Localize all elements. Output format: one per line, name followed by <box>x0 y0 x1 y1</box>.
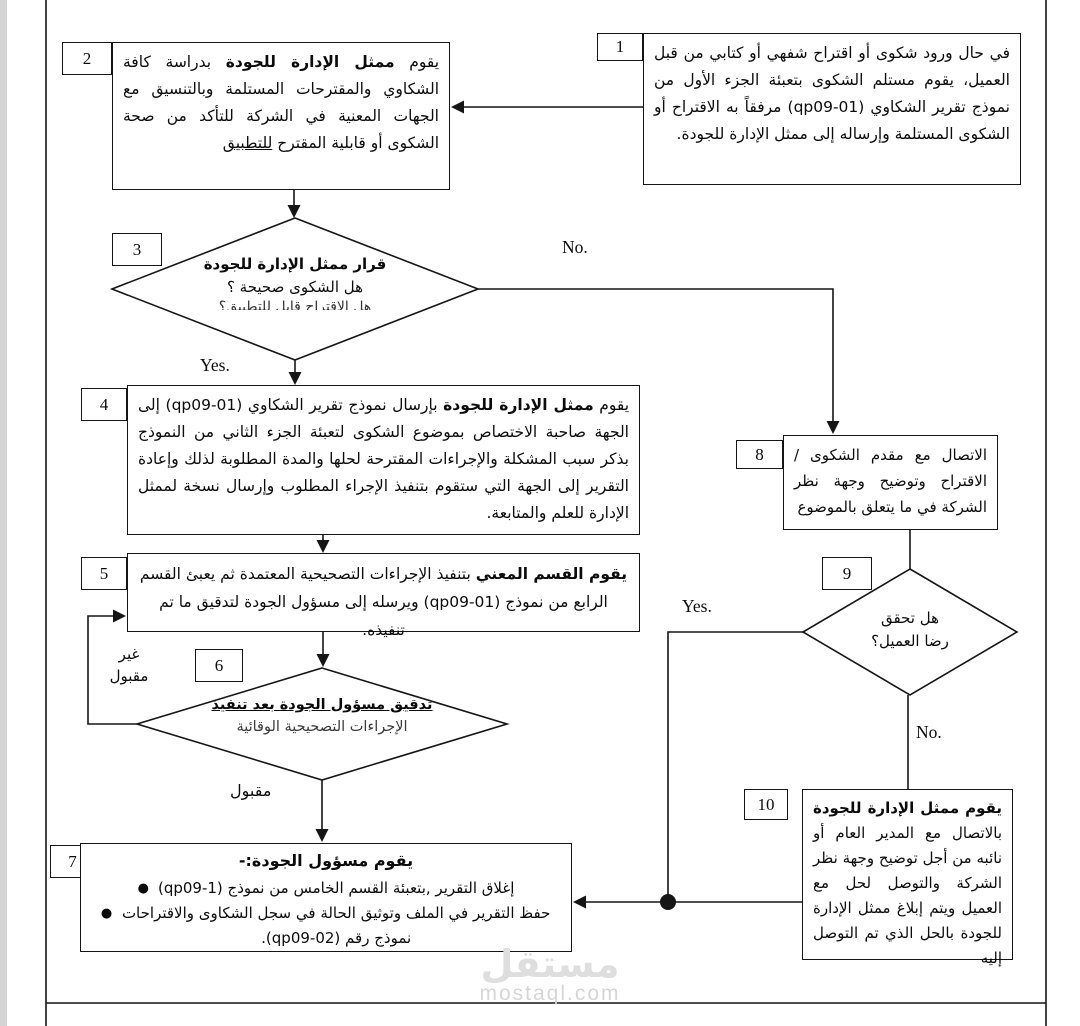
watermark: مستقل mostaql.com <box>440 942 660 1006</box>
flow-step-2-text-underlined: للتطبيق <box>222 134 273 152</box>
branch-label-yes-mid: Yes. <box>682 596 712 616</box>
decision-6-line1: تدقيق مسؤول الجودة بعد تنفيذ <box>211 697 433 713</box>
flow-step-4-box: يقوم ممثل الإدارة للجودة بإرسال نموذج تق… <box>127 385 640 535</box>
arrowhead-down-decision6 <box>316 654 330 667</box>
step-number-10: 10 <box>744 789 788 820</box>
flow-step-10-box: يقوم ممثل الإدارة للجودة بالاتصال مع الم… <box>802 789 1013 967</box>
arrowhead-down-box8 <box>826 421 840 434</box>
arrowhead-down-box7 <box>315 829 329 842</box>
flow-step-8-text: الاتصال مع مقدم الشكوى / الاقتراح وتوضيح… <box>794 446 987 516</box>
flow-step-1-box: في حال ورود شكوى أو اقتراح شفهي أو كتابي… <box>643 33 1021 185</box>
step-number-8-label: 8 <box>755 444 764 464</box>
branch-label-accepted: مقبول <box>230 781 272 800</box>
scan-edge-strip <box>0 0 7 1026</box>
line-decision9-yes-to-junction <box>667 631 803 902</box>
step-number-7-label: 7 <box>68 851 77 871</box>
decision-3-line3-clipped: هل الاقتراح قابل للتطبيق؟ <box>218 299 372 310</box>
flow-step-5-text-rest: بتنفيذ الإجراءات التصحيحية المعتمدة ثم ي… <box>139 565 608 639</box>
arrow-decision3-no-to-box8 <box>478 288 834 427</box>
flow-step-7-bullet-1: ● إغلاق التقرير ,بتعبئة القسم الخامس من … <box>91 876 561 901</box>
flow-step-7-box: يقوم مسؤول الجودة:- ● إغلاق التقرير ,بتع… <box>80 843 572 952</box>
flow-step-1-text: في حال ورود شكوى أو اقتراح شفهي أو كتابي… <box>654 44 1010 143</box>
arrowhead-right-box5-loop <box>113 609 126 623</box>
step-number-6: 6 <box>195 649 243 682</box>
arrowhead-left-box2 <box>451 100 464 114</box>
branch-label-no-top: No. <box>562 237 588 257</box>
step-number-1-label: 1 <box>615 37 625 56</box>
step-number-1: 1 <box>597 33 643 61</box>
step-number-4: 4 <box>81 388 127 421</box>
decision-3-line2: هل الشكوى صحيحة ؟ <box>226 278 364 296</box>
decision-diamonds <box>109 217 1019 781</box>
decision-9-shape <box>801 568 1019 696</box>
step-number-5-label: 5 <box>99 563 109 583</box>
decision-9-text: هل تحقق رضا العميل؟ <box>830 607 990 653</box>
flow-step-10-text-rest: بالاتصال مع المدير العام أو نائبه من أجل… <box>813 824 1002 967</box>
arrowhead-down-box4 <box>288 372 302 385</box>
bullet-icon: ● <box>137 881 149 896</box>
step-number-10-label: 10 <box>757 794 775 814</box>
decision-3-text: قرار ممثل الإدارة للجودة هل الشكوى صحيحة… <box>165 253 425 310</box>
step-number-8: 8 <box>736 440 783 469</box>
step-number-9-label: 9 <box>842 563 852 583</box>
flow-step-7-bullet-list: ● إغلاق التقرير ,بتعبئة القسم الخامس من … <box>91 876 561 951</box>
decision-6-line2: الإجراءات التصحيحية الوقائية <box>236 719 408 735</box>
step-number-9: 9 <box>822 557 872 590</box>
decision-6-text: تدقيق مسؤول الجودة بعد تنفيذ الإجراءات ا… <box>182 694 462 738</box>
arrowhead-down-box5 <box>316 540 330 553</box>
flow-step-5-box: يقوم القسم المعني بتنفيذ الإجراءات التصح… <box>127 553 640 639</box>
branch-label-rejected-line1: غير <box>118 645 140 663</box>
step-number-3-label: 3 <box>132 239 142 259</box>
step-number-2-label: 2 <box>82 48 92 68</box>
decision-3-line1: قرار ممثل الإدارة للجودة <box>203 255 387 273</box>
step-number-3: 3 <box>112 233 162 266</box>
flow-step-10-text-bold: يقوم ممثل الإدارة للجودة <box>813 799 1002 817</box>
step-number-5: 5 <box>81 557 127 590</box>
branch-label-no-mid: No. <box>916 722 942 742</box>
branch-label-rejected: غير مقبول <box>98 643 160 687</box>
flow-step-2-box: يقوم ممثل الإدارة للجودة بدراسة كافة الش… <box>112 42 450 190</box>
flow-step-7-bullet-1-text: إغلاق التقرير ,بتعبئة القسم الخامس من نم… <box>157 879 515 897</box>
flow-step-2-text-rest: بدراسة كافة الشكاوي والمقترحات المستلمة … <box>123 53 439 152</box>
bullet-icon: ● <box>100 906 113 921</box>
step-number-6-label: 6 <box>214 655 224 675</box>
flow-step-4-text-rest: بإرسال نموذج تقرير الشكاوي (qp09-01) إلى… <box>138 396 629 522</box>
flow-step-4-text-bold: ممثل الإدارة للجودة <box>443 396 594 414</box>
flow-step-2-text-pre: يقوم <box>394 53 440 71</box>
mostaql-domain: mostaql.com <box>479 982 621 1005</box>
flow-step-4-text-pre: يقوم <box>593 396 630 414</box>
flow-step-8-box: الاتصال مع مقدم الشكوى / الاقتراح وتوضيح… <box>783 435 998 530</box>
mostaql-logo: مستقل <box>480 942 620 986</box>
page-frame <box>45 0 1047 1026</box>
flow-step-5-text-bold: يقوم القسم المعني <box>475 565 628 583</box>
step-number-4-label: 4 <box>99 394 109 414</box>
arrowhead-left-box7 <box>573 895 586 909</box>
junction-dot <box>660 894 676 910</box>
arrowhead-down-decision3 <box>287 205 301 218</box>
decision-9-line1: هل تحقق <box>881 609 939 627</box>
flow-step-7-bullet-2: ● حفظ التقرير في الملف وتوثيق الحالة في … <box>91 901 561 951</box>
flow-step-7-header: يقوم مسؤول الجودة:- <box>238 851 414 870</box>
branch-label-yes-top: Yes. <box>200 355 230 375</box>
arrowheads <box>113 100 840 910</box>
arrow-decision6-rejected-loop <box>87 615 137 725</box>
step-number-2: 2 <box>62 42 112 75</box>
connector-lines <box>87 106 911 903</box>
flow-step-2-text-bold: ممثل الإدارة للجودة <box>225 53 395 71</box>
branch-label-rejected-line2: مقبول <box>109 667 149 685</box>
flow-step-7-bullet-2-text: حفظ التقرير في الملف وتوثيق الحالة في سج… <box>121 904 551 947</box>
decision-9-line2: رضا العميل؟ <box>871 632 949 650</box>
